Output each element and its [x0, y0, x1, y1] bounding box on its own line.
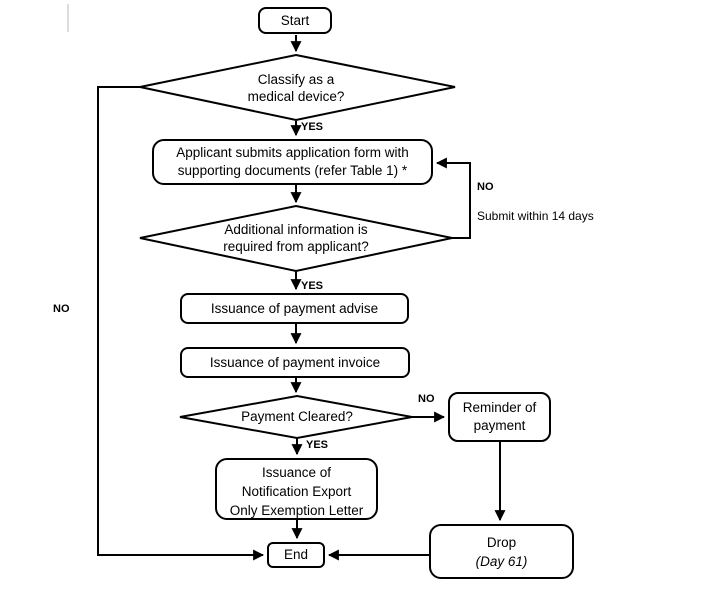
payment-invoice-node: Issuance of payment invoice [180, 347, 410, 378]
end-node: End [267, 542, 325, 568]
label-no-additional-info: NO [477, 181, 494, 193]
label-no-payment: NO [418, 393, 435, 405]
exemption-letter-node: Issuance of Notification Export Only Exe… [215, 458, 378, 520]
label-yes-payment: YES [306, 439, 329, 451]
arrow-classify-no-to-end [97, 86, 265, 561]
submit-application-node: Applicant submits application form with … [152, 139, 433, 185]
label-yes-classify: YES [301, 121, 324, 133]
additional-info-decision-label: Additional information is required from … [223, 222, 369, 255]
label-no-classify: NO [53, 303, 70, 315]
arrow-additional-info-no-loop [435, 157, 471, 239]
classify-decision-label: Classify as a medical device? [247, 72, 345, 105]
label-submit-within-14-days: Submit within 14 days [477, 209, 594, 223]
scan-artifact-line [67, 4, 69, 32]
drop-node-subtitle: (Day 61) [475, 553, 528, 569]
drop-node-title: Drop [486, 534, 517, 550]
payment-cleared-decision-label: Payment Cleared? [241, 409, 353, 424]
classify-decision-shape [139, 53, 456, 122]
payment-advise-node: Issuance of payment advise [180, 293, 409, 324]
label-yes-additional-info: YES [301, 280, 324, 292]
start-node: Start [258, 7, 332, 34]
drop-node: Drop (Day 61) [429, 524, 574, 579]
reminder-of-payment-node: Reminder of payment [448, 392, 551, 442]
